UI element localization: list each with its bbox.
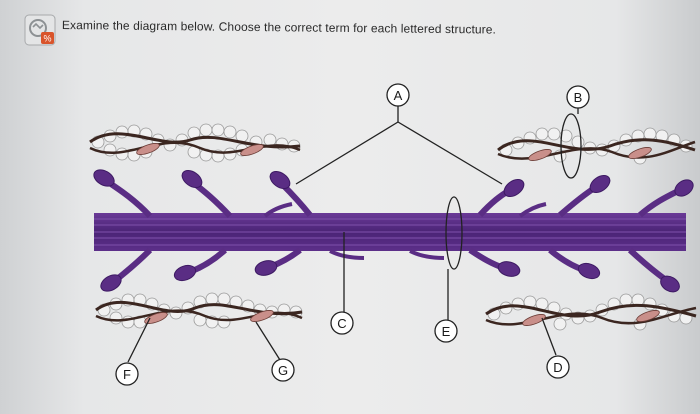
label-d-text: D: [553, 360, 562, 375]
label-e: E: [434, 319, 458, 343]
label-f-text: F: [123, 367, 131, 382]
myosin-heads-bottom: [100, 247, 680, 293]
label-g-text: G: [278, 363, 288, 378]
label-d: D: [546, 355, 570, 379]
actin-thin-filament-bottom-left: [95, 292, 303, 329]
label-a: A: [386, 83, 410, 107]
label-f: F: [115, 362, 139, 386]
label-b-text: B: [574, 90, 583, 105]
myosin-heads-top: [93, 169, 694, 219]
actin-thin-filament-bottom-right: [485, 293, 697, 331]
app-logo-icon: %: [24, 14, 56, 46]
actin-thin-filament-top-right: [497, 127, 696, 165]
leader-line-d: [541, 317, 557, 356]
label-a-text: A: [394, 88, 403, 103]
svg-text:%: %: [43, 34, 51, 44]
leader-line-g: [255, 321, 281, 361]
label-c-text: C: [337, 316, 346, 331]
leader-loop-e: [445, 196, 463, 270]
label-e-text: E: [442, 324, 451, 339]
leader-loop-b: [560, 113, 582, 179]
label-b: B: [566, 85, 590, 109]
leader-line-a-left: [295, 121, 399, 185]
leader-line-a-right: [397, 121, 503, 185]
leader-line-f: [127, 317, 151, 363]
label-g: G: [271, 358, 295, 382]
actin-thin-filament-top-left: [89, 123, 301, 163]
leader-lines: [127, 105, 582, 363]
label-c: C: [330, 311, 354, 335]
myosin-thick-filament: [94, 213, 686, 251]
